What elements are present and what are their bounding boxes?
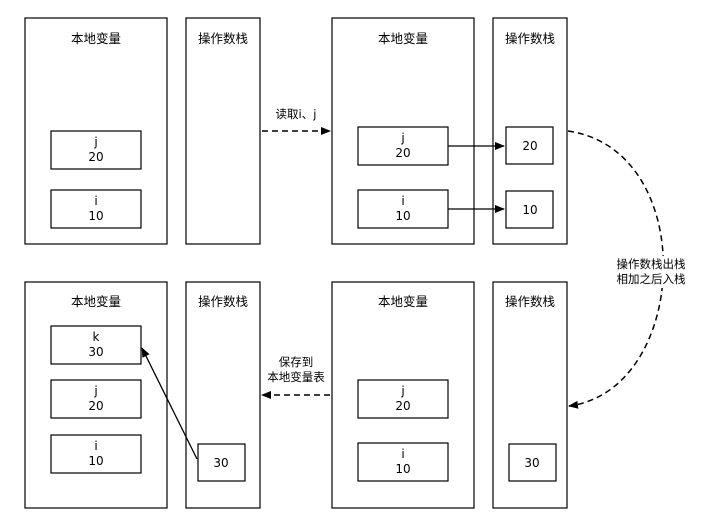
var-value-j: 20 bbox=[395, 146, 410, 160]
panel-title: 操作数栈 bbox=[198, 31, 248, 46]
local-slot-i bbox=[50, 189, 142, 229]
var-value-j: 20 bbox=[88, 399, 103, 413]
panel-title: 本地变量 bbox=[378, 294, 428, 309]
stack-slot-bottom bbox=[505, 190, 554, 229]
local-slot-j bbox=[357, 379, 449, 419]
var-value-k: 30 bbox=[88, 345, 103, 359]
stack-value: 30 bbox=[213, 456, 228, 470]
panel-frame bbox=[185, 17, 261, 245]
var-name-k: k bbox=[93, 330, 100, 344]
state-1-operand-stack: 操作数栈 bbox=[185, 17, 261, 245]
var-value-i: 10 bbox=[395, 209, 410, 223]
stack-value: 20 bbox=[522, 139, 537, 153]
var-name-j: j bbox=[400, 384, 404, 398]
panel-title: 操作数栈 bbox=[505, 31, 555, 46]
panel-title: 本地变量 bbox=[71, 294, 121, 309]
stack-slot-result bbox=[197, 443, 246, 482]
local-slot-j bbox=[50, 379, 142, 419]
store-label-line1: 保存到 bbox=[279, 355, 314, 369]
var-name-i: i bbox=[401, 194, 404, 208]
state-4-operand-stack: 操作数栈 30 bbox=[185, 281, 261, 509]
stack-slot-top bbox=[505, 126, 554, 165]
stack-value: 30 bbox=[524, 456, 539, 470]
state-2-operand-stack: 操作数栈 20 10 bbox=[492, 17, 568, 245]
var-name-i: i bbox=[94, 439, 97, 453]
var-value-j: 20 bbox=[88, 150, 103, 164]
panel-title: 本地变量 bbox=[378, 31, 428, 46]
read-label: 读取i、j bbox=[276, 107, 317, 121]
var-name-i: i bbox=[94, 194, 97, 208]
var-name-j: j bbox=[93, 384, 97, 398]
var-value-i: 10 bbox=[88, 209, 103, 223]
state-2-locals: 本地变量 j 20 i 10 bbox=[331, 17, 475, 245]
var-name-j: j bbox=[93, 135, 97, 149]
state-3-operand-stack: 操作数栈 30 bbox=[492, 281, 568, 509]
state-1-locals: 本地变量 j 20 i 10 bbox=[24, 17, 168, 245]
panel-title: 操作数栈 bbox=[198, 294, 248, 309]
local-slot-k bbox=[50, 325, 142, 365]
local-slot-i bbox=[357, 442, 449, 482]
add-arrow: 操作数栈出栈 相加之后入栈 bbox=[567, 130, 690, 409]
store-arrow: 保存到 本地变量表 bbox=[261, 355, 330, 399]
var-value-i: 10 bbox=[88, 454, 103, 468]
stack-slot-result bbox=[508, 443, 557, 482]
store-label-line2: 本地变量表 bbox=[267, 370, 325, 384]
panel-title: 本地变量 bbox=[71, 31, 121, 46]
local-slot-j bbox=[50, 130, 142, 170]
var-value-i: 10 bbox=[395, 462, 410, 476]
state-4-locals: 本地变量 k 30 j 20 i 10 bbox=[24, 281, 168, 509]
label-background bbox=[612, 256, 690, 288]
var-name-j: j bbox=[400, 131, 404, 145]
local-slot-i bbox=[357, 189, 449, 229]
var-name-i: i bbox=[401, 447, 404, 461]
read-arrow: 读取i、j bbox=[262, 107, 331, 135]
local-slot-i bbox=[50, 434, 142, 474]
add-label-line2: 相加之后入栈 bbox=[617, 272, 686, 286]
panel-title: 操作数栈 bbox=[505, 294, 555, 309]
state-3-locals: 本地变量 j 20 i 10 bbox=[331, 281, 475, 509]
var-value-j: 20 bbox=[395, 399, 410, 413]
store-k-arrow bbox=[141, 347, 198, 460]
add-label-line1: 操作数栈出栈 bbox=[617, 257, 686, 271]
stack-value: 10 bbox=[522, 203, 537, 217]
